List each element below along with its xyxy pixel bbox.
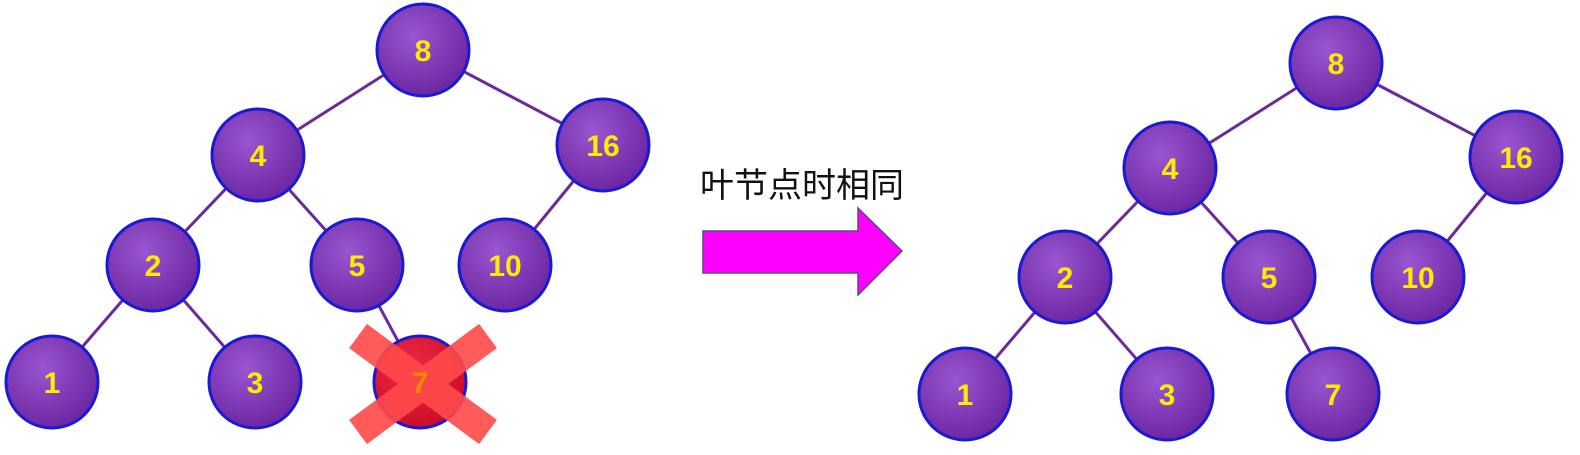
node-label: 2: [1057, 262, 1074, 295]
node-label: 7: [1325, 379, 1342, 412]
tree-node: 16: [1468, 109, 1564, 205]
deleted-tree-node: 7: [349, 323, 497, 445]
node-circle: [4, 334, 100, 430]
node-label: 16: [1499, 142, 1532, 175]
tree-node: 8: [1288, 15, 1384, 111]
tree-node: 16: [555, 97, 651, 193]
node-label: 3: [1159, 379, 1176, 412]
tree-node: 5: [1221, 229, 1317, 325]
node-label: 3: [247, 367, 264, 400]
tree-node: 3: [207, 334, 303, 430]
node-circle: [1119, 346, 1215, 442]
edge-group: [50, 48, 605, 383]
node-circle: [105, 217, 201, 313]
tree-node: 1: [917, 346, 1013, 442]
tree-node: 3: [1119, 346, 1215, 442]
node-circle: [555, 97, 651, 193]
node-group: 8 4 16 2 5 10 1 3 7: [917, 15, 1564, 442]
node-label: 10: [1401, 262, 1434, 295]
node-label: 4: [250, 140, 267, 173]
tree-node: 8: [375, 2, 471, 98]
tree-node: 2: [1017, 229, 1113, 325]
tree-node: 10: [1370, 229, 1466, 325]
node-group: 8 4 16 2 5 10 1 3 7: [4, 2, 651, 445]
node-circle: [1017, 229, 1113, 325]
node-circle: [309, 217, 405, 313]
tree-node: 4: [1122, 120, 1218, 216]
tree-node: 7: [1285, 346, 1381, 442]
cross-bar: [349, 323, 497, 445]
delete-cross-icon: [349, 323, 497, 445]
node-circle: [207, 334, 303, 430]
node-circle: [1370, 229, 1466, 325]
tree-node: 10: [457, 217, 553, 313]
node-circle: [1122, 120, 1218, 216]
tree-node: 1: [4, 334, 100, 430]
node-label: 8: [415, 35, 432, 68]
node-label: 1: [957, 379, 974, 412]
node-circle: [210, 107, 306, 203]
node-circle: [375, 2, 471, 98]
node-circle: [917, 346, 1013, 442]
node-circle: [1288, 15, 1384, 111]
transform-arrow: [702, 206, 904, 297]
node-label: 4: [1162, 153, 1179, 186]
node-label: 8: [1328, 48, 1345, 81]
node-label: 1: [44, 367, 61, 400]
node-circle: [1285, 346, 1381, 442]
node-label: 7: [412, 367, 429, 400]
node-label: 5: [1261, 262, 1278, 295]
tree-before: 8 4 16 2 5 10 1 3 7: [4, 2, 651, 445]
node-circle: [457, 217, 553, 313]
edge-group: [963, 61, 1518, 395]
node-label: 2: [145, 250, 162, 283]
tree-after: 8 4 16 2 5 10 1 3 7: [917, 15, 1564, 442]
tree-node: 5: [309, 217, 405, 313]
node-label: 16: [586, 130, 619, 163]
tree-node: 4: [210, 107, 306, 203]
node-label: 10: [488, 250, 521, 283]
tree-node: 2: [105, 217, 201, 313]
node-label: 5: [349, 250, 366, 283]
right-arrow-icon: [702, 206, 904, 297]
node-circle: [1221, 229, 1317, 325]
node-circle: [1468, 109, 1564, 205]
arrow-label: 叶节点时相同: [700, 166, 904, 206]
